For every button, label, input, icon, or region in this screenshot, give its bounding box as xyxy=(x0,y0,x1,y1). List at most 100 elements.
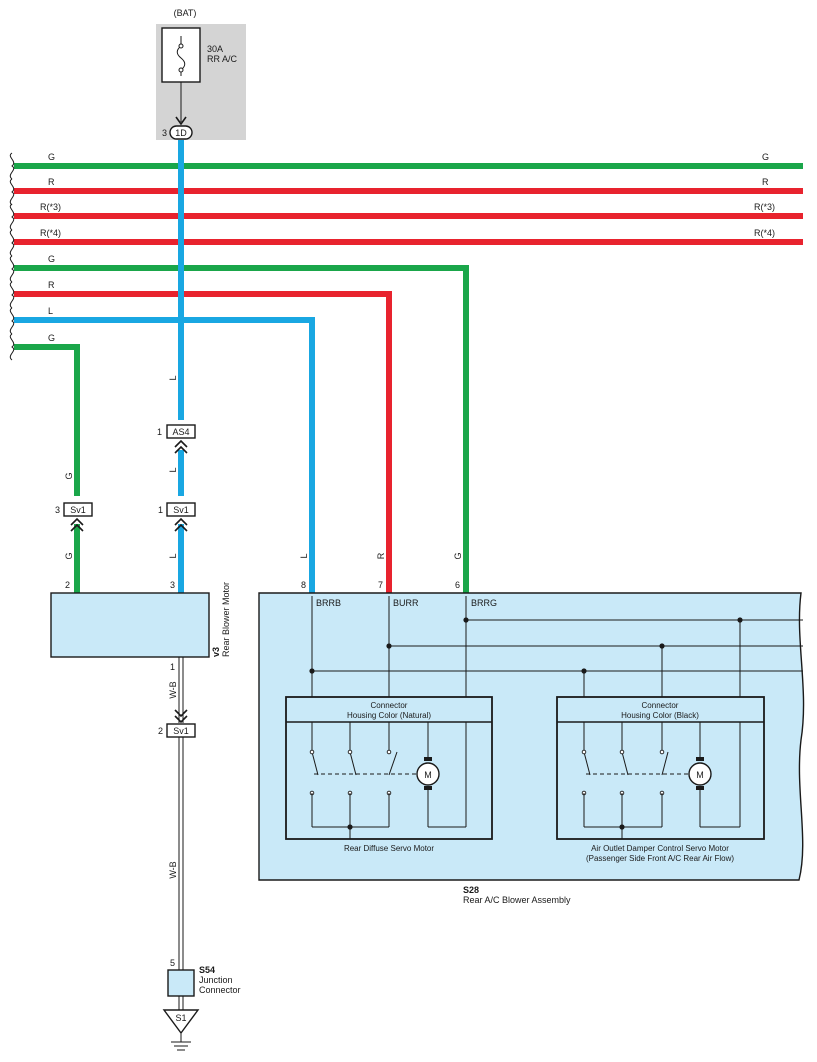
break-icon-5 xyxy=(9,255,15,283)
break-icon-1 xyxy=(9,152,15,180)
bus-label-left-2: R xyxy=(48,177,55,187)
sv1-left-chevron-icon xyxy=(70,517,84,532)
right-servo-name-1: Air Outlet Damper Control Servo Motor xyxy=(591,844,729,853)
left-servo-name: Rear Diffuse Servo Motor xyxy=(344,844,434,853)
node-dot xyxy=(737,617,743,623)
rs-motor-icon xyxy=(688,762,712,786)
junction-connector-box xyxy=(167,969,195,997)
bus-wire-5 xyxy=(14,265,469,593)
fuse-terminal-top xyxy=(178,43,184,49)
ground-connector-icon xyxy=(162,1009,200,1035)
fuse-terminal-label: 1D xyxy=(175,128,187,138)
ls-switch-icon xyxy=(349,751,357,776)
break-icon-6 xyxy=(9,281,15,309)
fuse-terminal-pin: 3 xyxy=(162,128,167,138)
fuse-name: RR A/C xyxy=(207,54,238,64)
rs-contact xyxy=(581,749,587,755)
fuse-terminal-bottom xyxy=(178,67,184,73)
assembly-signal-burr: BURR xyxy=(393,598,419,608)
bus-wire-8 xyxy=(14,344,80,496)
bus-wire-6 xyxy=(14,291,392,593)
ls-switch-icon xyxy=(388,751,398,776)
wire-label-sv1-mid-below: L xyxy=(168,553,178,558)
sv1-mid-pin: 1 xyxy=(158,505,163,515)
rs-contact xyxy=(619,749,625,755)
right-servo-housing-1: Connector xyxy=(642,701,679,710)
sv1-mid-connector xyxy=(166,502,196,517)
bus-label-right-1: G xyxy=(762,152,769,162)
break-icon-4 xyxy=(9,229,15,257)
junction-code: S54 xyxy=(199,965,215,975)
right-servo-name-2: (Passenger Side Front A/C Rear Air Flow) xyxy=(586,854,734,863)
assembly-pin-6: 6 xyxy=(455,580,460,590)
rs-motor-brush-bottom xyxy=(696,786,704,790)
rs-motor-brush-top xyxy=(696,757,704,761)
sv1-low-chevron-icon xyxy=(174,709,188,724)
assembly-signal-brrg: BRRG xyxy=(471,598,497,608)
ls-motor-icon xyxy=(416,762,440,786)
as4-pin: 1 xyxy=(157,427,162,437)
node-dot xyxy=(309,668,315,674)
sv1-left-connector xyxy=(63,502,93,517)
assembly-pin-7: 7 xyxy=(378,580,383,590)
wire-label-pin7: R xyxy=(376,552,386,559)
junction-name-1: Junction xyxy=(199,975,233,985)
right-servo-box xyxy=(556,696,765,840)
ls-motor-brush-top xyxy=(424,757,432,761)
junction-name-2: Connector xyxy=(199,985,241,995)
break-icon-7 xyxy=(9,307,15,335)
assembly-box xyxy=(258,592,805,881)
bus-label-left-6: R xyxy=(48,280,55,290)
blower-pin-left: 2 xyxy=(65,580,70,590)
bus-label-left-3: R(*3) xyxy=(40,202,61,212)
ls-motor-symbol: M xyxy=(424,770,432,780)
ls-contact xyxy=(347,749,353,755)
sv1-mid-label: Sv1 xyxy=(173,505,189,515)
sv1-low-label: Sv1 xyxy=(173,726,189,736)
node-dot xyxy=(386,643,392,649)
node-dot xyxy=(463,617,469,623)
ls-motor-brush-bottom xyxy=(424,786,432,790)
fuse-icon xyxy=(176,36,186,76)
break-icon-3 xyxy=(9,203,15,231)
bus-label-left-4: R(*4) xyxy=(40,228,61,238)
rs-contact xyxy=(659,749,665,755)
fuse-terminal-connector xyxy=(169,125,193,140)
rs-switch-icon xyxy=(583,751,591,776)
node-dot xyxy=(581,668,587,674)
junction-pin: 5 xyxy=(170,958,175,968)
left-servo-housing-2: Housing Color (Natural) xyxy=(347,711,431,720)
wire-label-main-l: L xyxy=(168,375,178,380)
assembly-name: Rear A/C Blower Assembly xyxy=(463,895,571,905)
wire-label-blower-out: W-B xyxy=(168,681,178,698)
ls-contact xyxy=(309,749,315,755)
fuse-rating: 30A xyxy=(207,44,223,54)
rs-motor-symbol: M xyxy=(696,770,704,780)
rs-switch-icon xyxy=(621,751,629,776)
wire-label-sv1-left-below: G xyxy=(64,552,74,559)
left-servo-box xyxy=(285,696,493,840)
bus-label-left-5: G xyxy=(48,254,55,264)
bus-label-right-2: R xyxy=(762,177,769,187)
ls-switch-icon xyxy=(311,751,319,776)
sv1-low-pin: 2 xyxy=(158,726,163,736)
break-icon-8 xyxy=(9,333,15,361)
ground-label: S1 xyxy=(175,1013,186,1023)
blower-motor-box xyxy=(50,592,210,658)
bus-label-right-4: R(*4) xyxy=(754,228,775,238)
blower-motor-code: v3 xyxy=(211,647,221,657)
wire-label-sv1-left-above: G xyxy=(64,472,74,479)
bus-wire-7 xyxy=(14,317,315,593)
node-dot xyxy=(659,643,665,649)
wire-label-pin6: G xyxy=(453,552,463,559)
assembly-pin-8: 8 xyxy=(301,580,306,590)
wire-label-as4-below: L xyxy=(168,467,178,472)
bus-label-right-3: R(*3) xyxy=(754,202,775,212)
as4-chevron-icon xyxy=(174,439,188,454)
rs-switch-icon xyxy=(661,751,669,776)
blower-pin-right: 3 xyxy=(170,580,175,590)
ls-contact xyxy=(386,749,392,755)
assembly-code: S28 xyxy=(463,885,479,895)
left-servo-housing-1: Connector xyxy=(371,701,408,710)
